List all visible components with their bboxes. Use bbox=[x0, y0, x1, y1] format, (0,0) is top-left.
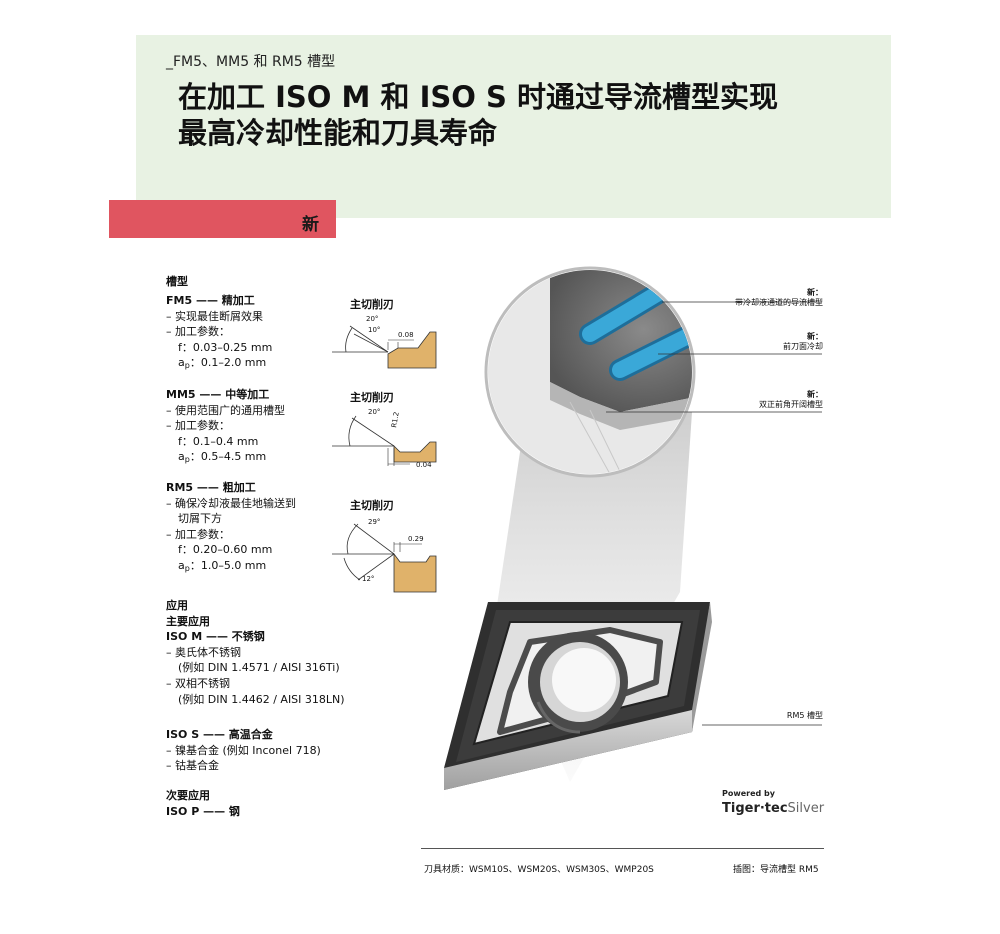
diagram-1-edge-profile: 20° 10° 0.08 bbox=[332, 315, 437, 369]
callout-double-positive: 新： 双正前角开阔槽型 bbox=[759, 390, 823, 409]
diagram-3-angle2: 12° bbox=[362, 575, 374, 583]
mm5-line1: – 使用范围广的通用槽型 bbox=[166, 403, 285, 417]
iso-s-block: ISO S —— 高温合金 – 镍基合金 (例如 Inconel 718) – … bbox=[166, 727, 321, 774]
secondary-block: 次要应用 ISO P —— 钢 bbox=[166, 788, 240, 819]
title-line-1: 在加工 ISO M 和 ISO S 时通过导流槽型实现 bbox=[178, 80, 778, 114]
diagram-3-label: 主切削刃 bbox=[350, 499, 394, 512]
application-heading: 应用 bbox=[166, 599, 188, 612]
iso-m-line3: – 双相不锈钢 bbox=[166, 676, 230, 690]
secondary-heading: 次要应用 bbox=[166, 789, 210, 802]
title-line-2: 最高冷却性能和刀具寿命 bbox=[178, 116, 498, 150]
iso-p-title: ISO P —— 钢 bbox=[166, 804, 240, 818]
iso-m-title: ISO M —— 不锈钢 bbox=[166, 630, 265, 644]
rm5-f: f：0.20–0.60 mm bbox=[178, 543, 273, 557]
tigertec-logo: Tiger·tecSilver bbox=[722, 801, 825, 816]
diagram-3-land: 0.29 bbox=[408, 535, 424, 543]
fm5-f: f：0.03–0.25 mm bbox=[178, 340, 273, 354]
fm5-title: FM5 —— 精加工 bbox=[166, 294, 255, 307]
diagram-1-label: 主切削刃 bbox=[350, 298, 394, 311]
iso-m-line4: (例如 DIN 1.4462 / AISI 318LN) bbox=[178, 692, 345, 706]
callout-rake-cooling: 新： 前刀面冷却 bbox=[783, 332, 823, 351]
fm5-block: FM5 —— 精加工 – 实现最佳断屑效果 – 加工参数： f：0.03–0.2… bbox=[166, 293, 272, 374]
rm5-title: RM5 —— 粗加工 bbox=[166, 481, 256, 494]
iso-s-line1: – 镍基合金 (例如 Inconel 718) bbox=[166, 743, 321, 757]
callout-coolant-channel: 新： 带冷却液通道的导流槽型 bbox=[735, 288, 823, 307]
iso-s-line2: – 钴基合金 bbox=[166, 759, 219, 773]
fm5-line1: – 实现最佳断屑效果 bbox=[166, 309, 263, 323]
callout-rm5: RM5 槽型 bbox=[786, 711, 823, 720]
diagram-3-edge-profile: 29° 12° 0.29 bbox=[332, 518, 437, 593]
geometry-heading: 槽型 bbox=[166, 275, 188, 288]
diagram-2-angle1: 20° bbox=[368, 408, 380, 416]
rm5-ap: ap：1.0–5.0 mm bbox=[178, 558, 267, 573]
iso-m-line2: (例如 DIN 1.4571 / AISI 316Ti) bbox=[178, 661, 340, 675]
diagram-2-label: 主切削刃 bbox=[350, 391, 394, 404]
iso-s-title: ISO S —— 高温合金 bbox=[166, 728, 273, 741]
diagram-1-angle2: 10° bbox=[368, 326, 380, 334]
mm5-f: f：0.1–0.4 mm bbox=[178, 434, 259, 448]
mm5-line2: – 加工参数： bbox=[166, 419, 230, 433]
powered-by-label: Powered by bbox=[722, 789, 775, 798]
footer-divider bbox=[421, 848, 824, 849]
primary-heading: 主要应用 bbox=[166, 614, 210, 628]
header-banner: _FM5、MM5 和 RM5 槽型 在加工 ISO M 和 ISO S 时通过导… bbox=[136, 35, 891, 218]
diagram-3-angle1: 29° bbox=[368, 518, 380, 526]
fm5-ap: ap：0.1–2.0 mm bbox=[178, 356, 267, 371]
rm5-line2: – 加工参数： bbox=[166, 527, 230, 541]
page-subtitle: _FM5、MM5 和 RM5 槽型 bbox=[166, 54, 336, 70]
page-title: 在加工 ISO M 和 ISO S 时通过导流槽型实现 最高冷却性能和刀具寿命 bbox=[178, 79, 778, 151]
insert-body bbox=[444, 602, 712, 790]
new-badge-label: 新 bbox=[302, 215, 319, 235]
fm5-line2: – 加工参数： bbox=[166, 325, 230, 339]
mm5-block: MM5 —— 中等加工 – 使用范围广的通用槽型 – 加工参数： f：0.1–0… bbox=[166, 387, 285, 468]
application-block: 应用 主要应用 ISO M —— 不锈钢 – 奥氏体不锈钢 (例如 DIN 1.… bbox=[166, 598, 345, 707]
diagram-1-land: 0.08 bbox=[398, 331, 414, 339]
mm5-ap: ap：0.5–4.5 mm bbox=[178, 450, 267, 465]
coolant-channel-2 bbox=[612, 326, 692, 378]
insert-illustration bbox=[444, 266, 822, 790]
footer-grades: 刀具材质：WSM10S、WSM20S、WSM30S、WMP20S bbox=[424, 865, 654, 875]
diagram-1-angle1: 20° bbox=[366, 315, 378, 323]
diagram-2-edge-profile: 20° R1.2 0.04 bbox=[332, 408, 437, 469]
new-badge-bar: 新 bbox=[109, 200, 336, 238]
coolant-channel-1 bbox=[582, 284, 668, 342]
rm5-line1b: 切屑下方 bbox=[178, 512, 222, 526]
iso-m-line1: – 奥氏体不锈钢 bbox=[166, 645, 241, 659]
rm5-line1: – 确保冷却液最佳地输送到 bbox=[166, 496, 296, 510]
footer-caption: 插图：导流槽型 RM5 bbox=[733, 865, 819, 875]
diagram-2-land: 0.04 bbox=[416, 461, 432, 469]
mm5-title: MM5 —— 中等加工 bbox=[166, 388, 270, 401]
rm5-block: RM5 —— 粗加工 – 确保冷却液最佳地输送到 切屑下方 – 加工参数： f：… bbox=[166, 480, 296, 577]
diagram-2-radius: R1.2 bbox=[390, 411, 401, 428]
